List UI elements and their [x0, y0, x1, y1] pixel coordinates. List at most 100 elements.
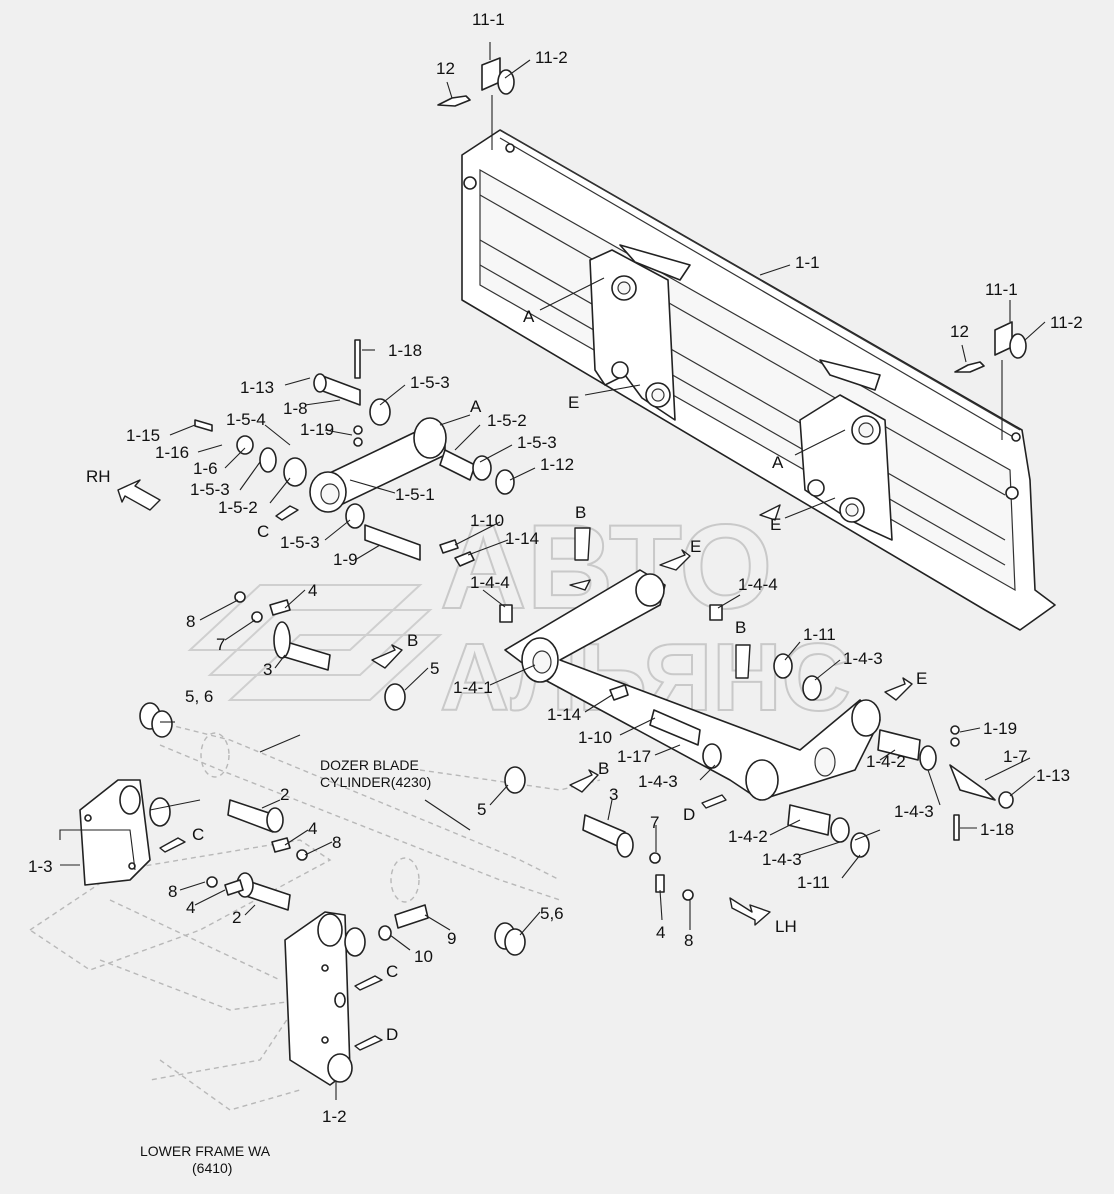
callout-label: C — [257, 522, 269, 541]
callout-label: 1-2 — [322, 1107, 347, 1126]
callout-label: 1-18 — [388, 341, 422, 360]
callout-label: 12 — [436, 59, 455, 78]
callout-label: 1-6 — [193, 459, 218, 478]
callout-label: 1-7 — [1003, 747, 1028, 766]
callout-label: 1-5-4 — [226, 410, 266, 429]
lock-pin-rh — [437, 57, 515, 150]
callout-label: 8 — [332, 833, 341, 852]
direction-arrows — [117, 479, 913, 1051]
callout-label: 2 — [232, 908, 241, 927]
cylinder-note-line-2: CYLINDER(4230) — [320, 774, 431, 790]
callout-label: 5 — [430, 659, 439, 678]
callout-label: 1-9 — [333, 550, 358, 569]
callout-label: 1-8 — [283, 399, 308, 418]
callout-label: 4 — [186, 898, 195, 917]
frame-note-line-2: (6410) — [192, 1160, 232, 1176]
callout-label: 1-19 — [983, 719, 1017, 738]
callout-label: 1-14 — [505, 529, 539, 548]
callout-label: 1-5-1 — [395, 485, 435, 504]
callout-label: 1-15 — [126, 426, 160, 445]
callout-label: E — [916, 669, 927, 688]
callout-label: 1-4-2 — [728, 827, 768, 846]
callout-label: 4 — [656, 923, 665, 942]
callout-label: 1-13 — [240, 378, 274, 397]
callout-label: 4 — [308, 819, 317, 838]
blade-bracket-rh — [589, 249, 676, 421]
callout-label: 8 — [168, 882, 177, 901]
callout-label: 5 — [477, 800, 486, 819]
callout-label: 1-3 — [28, 857, 53, 876]
callout-label: 7 — [650, 813, 659, 832]
callout-label: B — [575, 503, 586, 522]
callout-label: 1-4-4 — [738, 575, 778, 594]
callout-label: A — [772, 453, 784, 472]
callout-label: 1-10 — [578, 728, 612, 747]
callout-label: 11-2 — [535, 48, 568, 67]
callout-label: 1-1 — [795, 253, 820, 272]
callout-label: 1-13 — [1036, 766, 1070, 785]
callout-label: C — [192, 825, 204, 844]
callout-label: 1-4-3 — [843, 649, 883, 668]
callout-label: B — [598, 759, 609, 778]
callout-label: 1-5-3 — [410, 373, 450, 392]
callout-label: 1-5-3 — [190, 480, 230, 499]
lh-arrow-icon — [729, 897, 771, 926]
callout-label: 12 — [950, 322, 969, 341]
callout-label: 1-4-1 — [453, 678, 493, 697]
callout-label: 3 — [263, 660, 272, 679]
callout-label: A — [523, 307, 535, 326]
push-frame — [499, 569, 1014, 858]
callout-label: 11-1 — [985, 280, 1018, 299]
lh-label: LH — [775, 917, 797, 936]
callout-label: 1-17 — [617, 747, 651, 766]
callout-label: 1-14 — [547, 705, 581, 724]
callout-label: B — [735, 618, 746, 637]
callout-label: 1-4-3 — [894, 802, 934, 821]
callout-label: B — [407, 631, 418, 650]
frame-bracket-1-2 — [284, 911, 366, 1086]
callout-label: C — [386, 962, 398, 981]
callout-label: 10 — [414, 947, 433, 966]
callout-label: 11-2 — [1050, 313, 1083, 332]
blade-bracket-lh — [799, 394, 893, 541]
callout-label: 5,6 — [540, 904, 564, 923]
lock-pin-lh — [954, 321, 1027, 440]
callout-label: 1-11 — [797, 873, 830, 892]
dozer-blade-cylinder-outline — [149, 719, 601, 903]
callout-label: 3 — [609, 785, 618, 804]
callout-label: 1-10 — [470, 511, 504, 530]
callout-label: E — [568, 393, 579, 412]
callout-label: E — [690, 537, 701, 556]
callout-label: 1-5-3 — [280, 533, 320, 552]
callout-label: 1-4-3 — [638, 772, 678, 791]
callout-label: 1-19 — [300, 420, 334, 439]
leader-lines — [59, 42, 1046, 1100]
callout-label: 1-18 — [980, 820, 1014, 839]
callout-label: D — [386, 1025, 398, 1044]
callout-label: 2 — [280, 785, 289, 804]
rh-label: RH — [86, 467, 111, 486]
callout-label: D — [683, 805, 695, 824]
callout-label: 8 — [684, 931, 693, 950]
callout-label: 1-5-2 — [487, 411, 527, 430]
frame-note-line-1: LOWER FRAME WA — [140, 1143, 271, 1159]
callout-label: 1-5-2 — [218, 498, 258, 517]
cylinder-note-line-1: DOZER BLADE — [320, 757, 419, 773]
frame-bracket-1-3 — [79, 779, 171, 886]
callout-label: 1-16 — [155, 443, 189, 462]
callout-label: 7 — [216, 635, 225, 654]
callout-label: 1-12 — [540, 455, 574, 474]
callout-label: 8 — [186, 612, 195, 631]
link-assembly-rh — [194, 339, 515, 567]
callout-label: 4 — [308, 581, 317, 600]
callout-labels: 11-1 11-2 12 1-1 11-1 11-2 12 A E A E 1-… — [28, 10, 1083, 1126]
callout-label: 1-4-2 — [866, 752, 906, 771]
cylinder-pins — [139, 591, 694, 956]
callout-label: 11-1 — [472, 10, 505, 29]
callout-label: 1-5-3 — [517, 433, 557, 452]
callout-label: 5, 6 — [185, 687, 213, 706]
callout-label: 9 — [447, 929, 456, 948]
callout-label: 1-4-3 — [762, 850, 802, 869]
